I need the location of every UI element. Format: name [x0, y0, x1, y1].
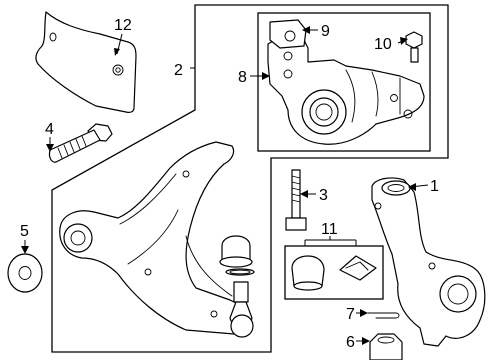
bushing-detail-frame: [257, 12, 431, 152]
steering-knuckle-part: [371, 177, 486, 347]
callout-1: 1: [430, 178, 439, 195]
callout-10: 10: [374, 36, 392, 53]
cotter-pin-part-7: [367, 312, 400, 319]
callout-11: 11: [321, 221, 338, 238]
heat-shield-part: [35, 11, 137, 113]
lower-control-arm-part: [59, 141, 245, 335]
callout-7: 7: [346, 306, 355, 323]
callout-2: 2: [174, 62, 183, 79]
washer-part-5: [7, 253, 43, 293]
callout-8: 8: [238, 69, 247, 86]
callout-3: 3: [319, 187, 328, 204]
bolt-part-10: [405, 31, 423, 63]
ball-joint-assembly: [219, 235, 255, 338]
nut-part-6: [369, 333, 403, 360]
callout-5: 5: [20, 223, 29, 240]
bolt-part-3: [285, 169, 307, 231]
callout-4: 4: [45, 121, 54, 138]
callout-9: 9: [321, 23, 330, 40]
control-arm-assembly-frame: [51, 4, 449, 353]
boot-kit-frame: [284, 245, 384, 300]
boot-kit-items: [291, 255, 377, 291]
callout-12: 12: [114, 17, 132, 34]
bushing-bracket-part-8: [267, 37, 425, 145]
leader-lines: [21, 26, 429, 345]
callout-6: 6: [346, 334, 355, 351]
bracket-part-9: [269, 19, 307, 49]
bolt-part-4: [48, 123, 113, 163]
